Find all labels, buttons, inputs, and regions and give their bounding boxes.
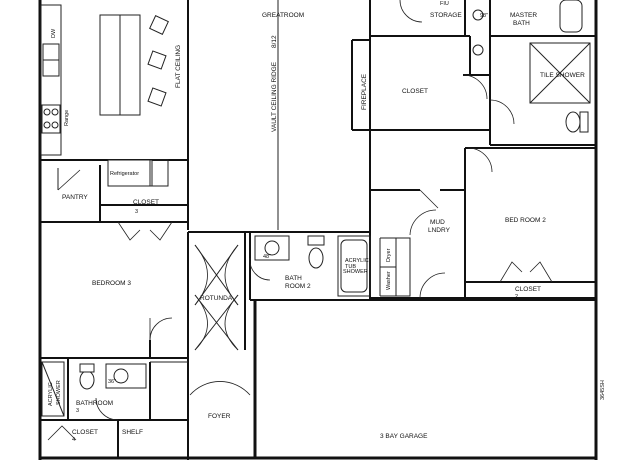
label-refrigerator: Refrigerator: [110, 171, 139, 177]
label-tub-3: SHOWER: [343, 269, 368, 275]
label-closet2-1: CLOSET: [515, 286, 541, 293]
label-storage-top: FIU: [440, 1, 449, 7]
label-dw: DW: [51, 28, 57, 38]
label-dryer: Dryer: [386, 248, 392, 262]
label-closet3-2: 3: [135, 209, 138, 215]
label-bedroom2: BED ROOM 2: [505, 217, 546, 224]
label-shelf: SHELF: [122, 429, 143, 436]
label-pantry: PANTRY: [62, 194, 88, 201]
doors: [47, 0, 553, 441]
label-washer: Washer: [386, 271, 392, 290]
label-acrylic-shower-1: ACRYLIC: [48, 382, 54, 406]
label-rotunda: ROTUNDA: [200, 295, 233, 302]
label-tub-2: TUB: [345, 264, 356, 270]
label-closet2-2: 2: [515, 294, 518, 300]
fixtures: [40, 0, 591, 417]
label-bath2-dim: 48": [263, 254, 271, 260]
label-closet3-1: CLOSET: [133, 199, 159, 206]
label-closet4-1: CLOSET: [72, 429, 98, 436]
label-garage: 3 BAY GARAGE: [380, 433, 428, 440]
room-labels: GREATROOM FLAT CEILING VAULT CEILING RID…: [48, 1, 606, 443]
walls: [38, 0, 598, 460]
label-vault-ridge: VAULT CEILING RIDGE: [271, 61, 278, 132]
label-tile-shower: TILE SHOWER: [540, 72, 585, 79]
label-bath3-2: 3: [76, 408, 79, 414]
label-storage-dim: 98": [480, 13, 488, 19]
label-master-bath-1: MASTER: [510, 12, 537, 19]
label-fireplace: FIREPLACE: [361, 73, 368, 110]
label-greatroom: GREATROOM: [262, 12, 304, 19]
label-foyer: FOYER: [208, 413, 231, 420]
label-bath2-1: BATH: [285, 275, 302, 282]
label-acrylic-shower-2: SHOWER: [56, 380, 62, 405]
label-flat-ceiling: FLAT CEILING: [175, 45, 182, 88]
label-tub-1: ACRYLIC: [345, 258, 369, 264]
label-storage: STORAGE: [430, 12, 462, 19]
label-closet-master: CLOSET: [402, 88, 428, 95]
label-mud-1: MUD: [430, 219, 445, 226]
label-bedroom3: BEDROOM 3: [92, 280, 131, 287]
label-master-bath-2: BATH: [513, 20, 530, 27]
label-mud-2: LNDRY: [428, 227, 451, 234]
label-range: Range: [64, 110, 70, 126]
label-closet4-2: 4: [72, 437, 75, 443]
label-plan-code: 3645SH: [600, 380, 606, 400]
label-bath3-dim: 36": [108, 379, 116, 385]
label-bath2-2: ROOM 2: [285, 283, 311, 290]
label-bath3-1: BATHROOM: [76, 400, 113, 407]
label-vault-pitch: 8/12: [271, 35, 278, 48]
